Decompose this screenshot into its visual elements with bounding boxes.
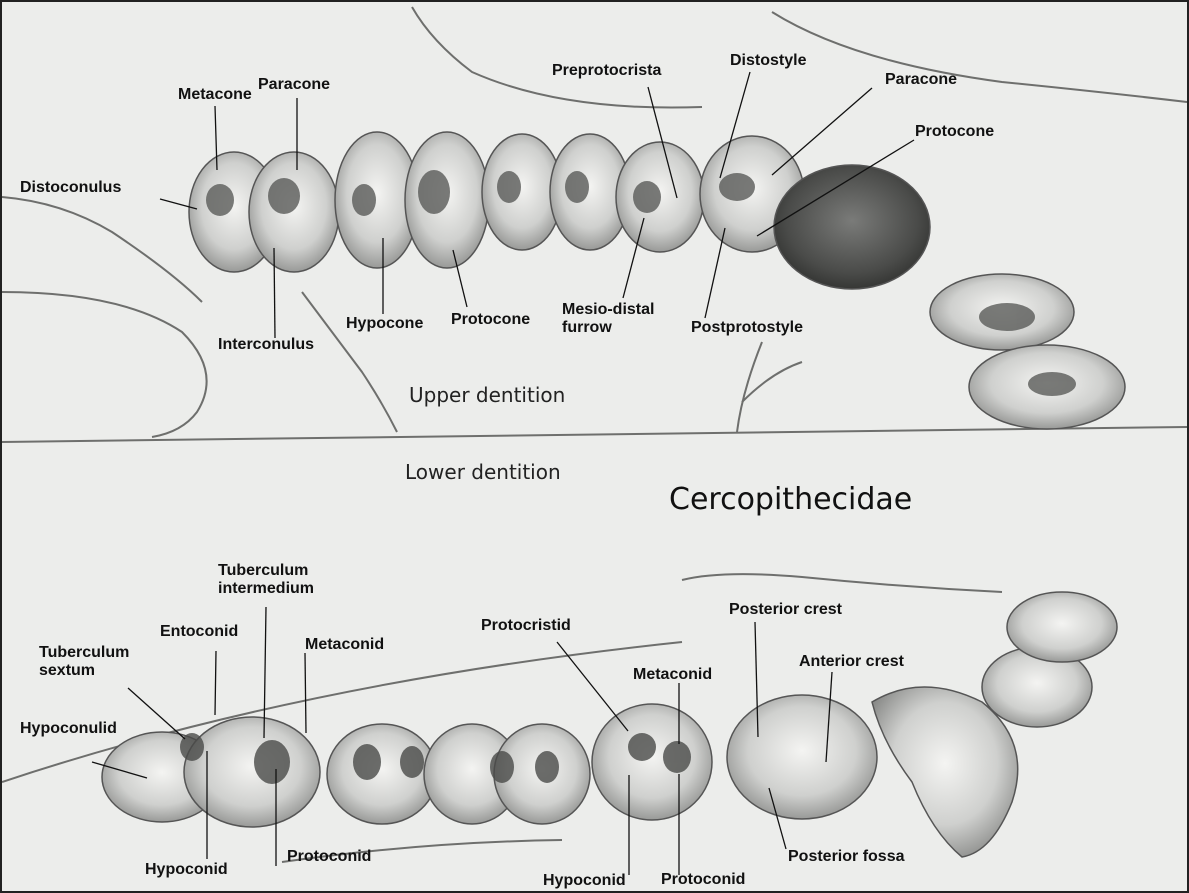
- label-protocone-upper-right: Protocone: [915, 123, 994, 141]
- family-name: Cercopithecidae: [669, 482, 912, 517]
- label-distostyle: Distostyle: [730, 52, 806, 70]
- label-distoconulus: Distoconulus: [20, 179, 121, 197]
- label-hypocone: Hypocone: [346, 315, 423, 333]
- label-paracone-upper-left: Paracone: [258, 76, 330, 94]
- label-metaconid-lower-left: Metaconid: [305, 636, 384, 654]
- label-postprotostyle: Postprotostyle: [691, 319, 803, 337]
- label-tuberculum-sextum: Tuberculum sextum: [39, 644, 129, 680]
- label-interconulus: Interconulus: [218, 336, 314, 354]
- label-protoconid-lower-right: Protoconid: [661, 871, 745, 889]
- label-preprotocrista: Preprotocrista: [552, 62, 661, 80]
- upper-dentition-title: Upper dentition: [409, 383, 565, 407]
- label-hypoconid-lower-left: Hypoconid: [145, 861, 228, 879]
- label-hypoconulid: Hypoconulid: [20, 720, 117, 738]
- lower-dentition-title: Lower dentition: [405, 460, 561, 484]
- label-posterior-fossa: Posterior fossa: [788, 848, 904, 866]
- label-protocristid: Protocristid: [481, 617, 571, 635]
- label-hypoconid-lower-right: Hypoconid: [543, 872, 626, 890]
- label-paracone-upper-right: Paracone: [885, 71, 957, 89]
- label-metaconid-lower-right: Metaconid: [633, 666, 712, 684]
- label-posterior-crest: Posterior crest: [729, 601, 842, 619]
- label-anterior-crest: Anterior crest: [799, 653, 904, 671]
- label-mesio-distal-furrow: Mesio-distal furrow: [562, 301, 654, 337]
- label-protocone-upper-left: Protocone: [451, 311, 530, 329]
- label-protoconid-lower-left: Protoconid: [287, 848, 371, 866]
- upper-teeth: [189, 132, 1125, 429]
- label-tuberculum-intermedium: Tuberculum intermedium: [218, 562, 314, 598]
- label-metacone: Metacone: [178, 86, 252, 104]
- lower-teeth: [102, 592, 1117, 857]
- label-entoconid: Entoconid: [160, 623, 238, 641]
